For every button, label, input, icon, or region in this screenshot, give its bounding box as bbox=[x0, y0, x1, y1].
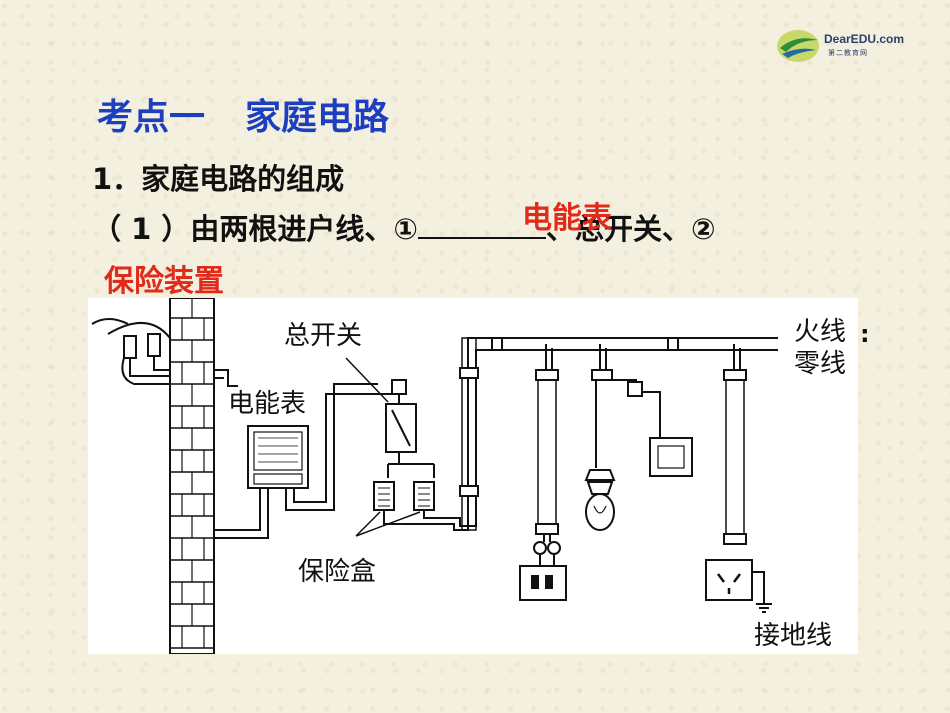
label-ground-wire: 接地线 bbox=[754, 621, 832, 651]
question-line-2-suffix: 、总开关、② bbox=[545, 212, 716, 246]
label-meter: 电能表 bbox=[228, 389, 306, 419]
fuse-box-icon bbox=[373, 481, 435, 511]
wall-switch-icon bbox=[649, 437, 693, 477]
circuit-drawing: 总开关 电能表 保险盒 火线 零线 接地线 bbox=[91, 298, 846, 654]
question-line-2-prefix: （ 1 ）由两根进户线、① bbox=[92, 212, 418, 246]
label-main-switch: 总开关 bbox=[284, 321, 362, 351]
logo-swoosh-icon bbox=[777, 30, 819, 62]
answer-1: 电能表 bbox=[522, 201, 612, 236]
question-line-1: 1．家庭电路的组成 bbox=[92, 162, 345, 196]
dearedu-logo: DearEDU.com 第二教育网 bbox=[776, 22, 926, 68]
light-bulb-icon bbox=[584, 469, 616, 531]
logo-sub-text: 第二教育网 bbox=[828, 50, 868, 57]
label-neutral-wire: 零线 bbox=[794, 349, 846, 379]
ground-symbol-icon bbox=[756, 603, 772, 613]
brick-wall-icon bbox=[169, 298, 215, 654]
label-live-wire: 火线 bbox=[794, 317, 846, 347]
section-title: 考点一家庭电路 bbox=[97, 88, 389, 140]
main-switch-icon bbox=[385, 379, 417, 464]
answer-blank bbox=[417, 209, 546, 239]
question-line-2: （ 1 ）由两根进户线、① 、总开关、② bbox=[92, 206, 716, 248]
label-fuse-box: 保险盒 bbox=[298, 557, 376, 587]
three-pin-outlet-icon bbox=[705, 559, 753, 601]
trailing-colon: : bbox=[860, 320, 870, 348]
title-part-1: 考点一 bbox=[97, 97, 206, 138]
answer-2: 保险装置 bbox=[104, 264, 224, 299]
electric-meter-icon bbox=[247, 425, 309, 489]
insulator-bracket-icon bbox=[91, 318, 171, 385]
two-pin-outlet-icon bbox=[519, 565, 567, 601]
logo-brand-text: DearEDU.com bbox=[824, 32, 905, 46]
household-circuit-diagram: 总开关 电能表 保险盒 火线 零线 接地线 bbox=[88, 298, 858, 654]
title-part-2: 家庭电路 bbox=[245, 97, 390, 138]
